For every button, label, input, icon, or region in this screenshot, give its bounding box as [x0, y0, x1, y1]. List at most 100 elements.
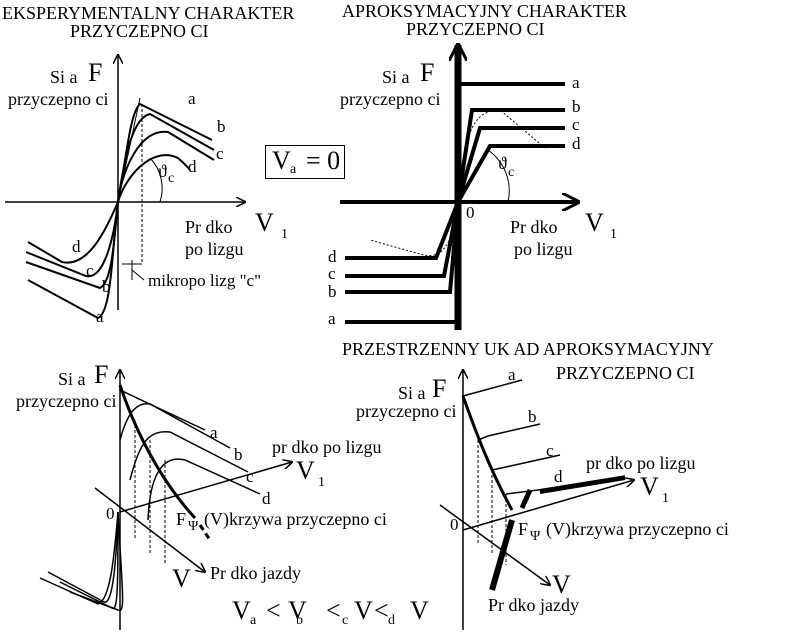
- condition-sub: a: [290, 162, 297, 177]
- appr-x-label-sub: 1: [610, 227, 617, 242]
- sp2-curve-b: [477, 423, 541, 441]
- exp-tangent: [117, 97, 141, 203]
- sp2-y-label-line1: Si a: [398, 383, 426, 403]
- appr-x-label-line1: Pr dko: [510, 217, 558, 237]
- appr-curve-c-neg: [345, 201, 460, 278]
- sp2-origin: 0: [450, 515, 459, 534]
- appr-x-label-line2: po lizgu: [514, 239, 573, 259]
- exp-x-label-line2: po lizgu: [185, 239, 244, 259]
- sp1-curve-a: [119, 385, 206, 431]
- experimental-panel: [5, 55, 245, 320]
- sp1-curve-d: [147, 458, 261, 521]
- appr-curve-b: [456, 108, 565, 203]
- exp-label-b: b: [217, 117, 226, 136]
- exp-x-label-V: V: [255, 208, 274, 237]
- exp-label-a: a: [188, 89, 196, 108]
- ineq-lt3: <: [374, 596, 389, 625]
- ineq-V2: V: [288, 596, 307, 625]
- appr-label-d: d: [572, 134, 581, 153]
- sp1-curve-b: [119, 402, 231, 449]
- appr-label-a: a: [572, 73, 580, 92]
- sp1-neg-1: [39, 511, 119, 605]
- ineq-s4: d: [388, 613, 395, 628]
- ineq-V3: V: [354, 596, 373, 625]
- spatial-approx-panel: [439, 370, 634, 630]
- sp2-curve-sub: Ψ: [530, 529, 541, 544]
- exp-label-c-neg: c: [86, 261, 94, 280]
- appr-curve-a-neg: [345, 202, 460, 324]
- exp-y-label-line2: przyczepno ci: [8, 89, 109, 109]
- sp2-y-label-F: F: [432, 374, 447, 403]
- exp-label-d-neg: d: [72, 237, 81, 256]
- appr-label-d-neg: d: [328, 247, 337, 266]
- exp-label-b-neg: b: [102, 277, 111, 296]
- sp1-y-label-line2: przyczepno ci: [16, 391, 117, 411]
- sp1-neg-4: [69, 511, 124, 612]
- sp2-z-axis: [439, 504, 550, 585]
- exp-angle-arc: [149, 157, 163, 203]
- exp-label-a-neg: a: [96, 307, 104, 326]
- appr-label-c-neg: c: [328, 264, 336, 283]
- appr-angle-sub: c: [508, 165, 515, 180]
- sp2-x-V: V: [640, 472, 659, 501]
- sp2-title-line2: PRZYCZEPNO CI: [556, 363, 695, 383]
- appr-angle-label: ϑ: [498, 153, 507, 173]
- sp2-curve-F: F: [518, 519, 529, 539]
- sp1-y-label-F: F: [94, 360, 109, 389]
- sp2-label-c: c: [546, 441, 554, 460]
- appr-label-b-neg: b: [328, 282, 337, 301]
- exp-y-label-F: F: [88, 58, 103, 87]
- sp2-label-b: b: [528, 407, 537, 426]
- exp-title-line1: EKSPERYMENTALNY CHARAKTER: [2, 3, 295, 23]
- sp1-curve-F: [118, 384, 197, 520]
- spatial-exp-panel: [39, 370, 292, 630]
- exp-angle-sub: c: [168, 171, 175, 186]
- sp2-x-sub: 1: [662, 491, 669, 506]
- sp2-curve-F: [461, 395, 514, 511]
- appr-curve-d: [456, 144, 565, 203]
- sp1-neg-2: [47, 511, 119, 603]
- appr-label-c: c: [572, 115, 580, 134]
- sp2-curve-d: [505, 475, 626, 495]
- sp2-x-label: pr dko po lizgu: [586, 453, 696, 473]
- exp-x-label-sub: 1: [281, 227, 288, 242]
- sp2-label-d: d: [554, 467, 563, 486]
- condition-box: [265, 145, 345, 179]
- appr-curve-b-neg: [345, 201, 460, 294]
- appr-label-a-neg: a: [328, 309, 336, 328]
- appr-origin: 0: [466, 203, 475, 222]
- exp-slip-label: mikropo lizg "c": [148, 271, 262, 290]
- approximate-panel: [340, 45, 578, 330]
- sp1-curve-sub: Ψ: [188, 519, 199, 534]
- condition-V: V: [272, 146, 291, 175]
- ineq-lt1: <: [266, 596, 281, 625]
- sp1-label-c: c: [246, 467, 254, 486]
- sp1-curve-label: (V)krzywa przyczepno ci: [204, 509, 387, 529]
- appr-title-line2: PRZYCZEPNO CI: [406, 19, 545, 39]
- sp2-title-line1: PRZESTRZENNY UK AD APROKSYMACYJNY: [342, 339, 714, 359]
- exp-label-c: c: [216, 144, 224, 163]
- sp2-z-V: V: [552, 570, 571, 599]
- exp-curve-a: [117, 102, 213, 203]
- sp2-z-label: Pr dko jazdy: [488, 595, 579, 615]
- appr-curve-a: [456, 82, 565, 202]
- appr-curve-c: [456, 126, 565, 203]
- exp-label-d: d: [188, 157, 197, 176]
- sp1-x-V: V: [296, 456, 315, 485]
- sp1-label-d: d: [262, 489, 271, 508]
- sp1-label-b: b: [234, 445, 243, 464]
- exp-title-line2: PRZYCZEPNO CI: [70, 21, 209, 41]
- ineq-s2: b: [296, 613, 303, 628]
- appr-angle-arc: [487, 149, 510, 203]
- exp-angle-label: ϑ: [158, 161, 167, 181]
- sp1-curve-c: [129, 431, 249, 481]
- sp2-label-a: a: [508, 365, 516, 384]
- sp1-curve-F: F: [176, 509, 187, 529]
- appr-x-label-V: V: [585, 208, 604, 237]
- condition-rest: = 0: [306, 146, 341, 175]
- appr-y-label-line2: przyczepno ci: [340, 89, 441, 109]
- exp-curve-d: [117, 154, 191, 203]
- exp-curve-d-neg: [27, 201, 119, 264]
- sp2-y-label-line2: przyczepno ci: [356, 401, 457, 421]
